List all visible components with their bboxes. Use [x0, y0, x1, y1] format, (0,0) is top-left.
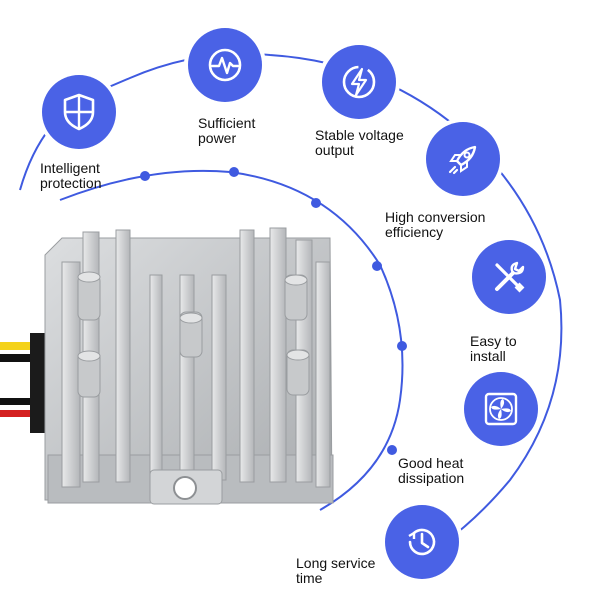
- arc-dot: [372, 261, 382, 271]
- rocket-icon: [426, 122, 500, 196]
- screw-posts: [77, 271, 310, 398]
- inner-arc: [59, 169, 404, 511]
- feature-label-line: High conversion: [385, 209, 486, 225]
- clock-icon: [385, 505, 459, 579]
- feature-label-line: efficiency: [385, 224, 444, 240]
- mounting-tab: [149, 469, 223, 505]
- feature-label-line: protection: [40, 175, 102, 191]
- feature-label-good-heat-dissipation: Good heat dissipation: [398, 456, 464, 486]
- feature-label-line: output: [315, 142, 354, 158]
- feature-label-easy-to-install: Easy to install: [470, 334, 517, 364]
- shield-icon: [42, 75, 116, 149]
- feature-label-high-conversion-efficiency: High conversion efficiency: [385, 210, 485, 240]
- feature-label-line: Stable voltage: [315, 127, 404, 143]
- feature-label-intelligent-protection: Intelligent protection: [40, 161, 101, 191]
- feature-label-sufficient-power: Sufficient power: [198, 116, 255, 146]
- lightning-bolt-icon: [322, 45, 396, 119]
- heatsink-fins: [61, 227, 331, 488]
- feature-label-line: Intelligent: [40, 160, 100, 176]
- feature-label-stable-voltage-output: Stable voltage output: [315, 128, 404, 158]
- feature-label-line: time: [296, 570, 323, 586]
- heartbeat-icon: [188, 28, 262, 102]
- arc-dot: [140, 171, 150, 181]
- arc-dot: [229, 167, 239, 177]
- feature-label-line: Easy to: [470, 333, 517, 349]
- feature-label-line: Sufficient: [198, 115, 256, 131]
- feature-label-line: Long service: [296, 555, 376, 571]
- arc-dot: [311, 198, 321, 208]
- feature-label-line: Good heat: [398, 455, 464, 471]
- fan-icon: [464, 372, 538, 446]
- arc-dot: [387, 445, 397, 455]
- feature-label-line: install: [470, 348, 506, 364]
- feature-label-line: dissipation: [398, 470, 465, 486]
- wrench-screwdriver-icon: [472, 240, 546, 314]
- feature-label-long-service-time: Long service time: [296, 556, 375, 586]
- feature-label-line: power: [198, 130, 237, 146]
- arc-dot: [397, 341, 407, 351]
- wires: [0, 333, 52, 433]
